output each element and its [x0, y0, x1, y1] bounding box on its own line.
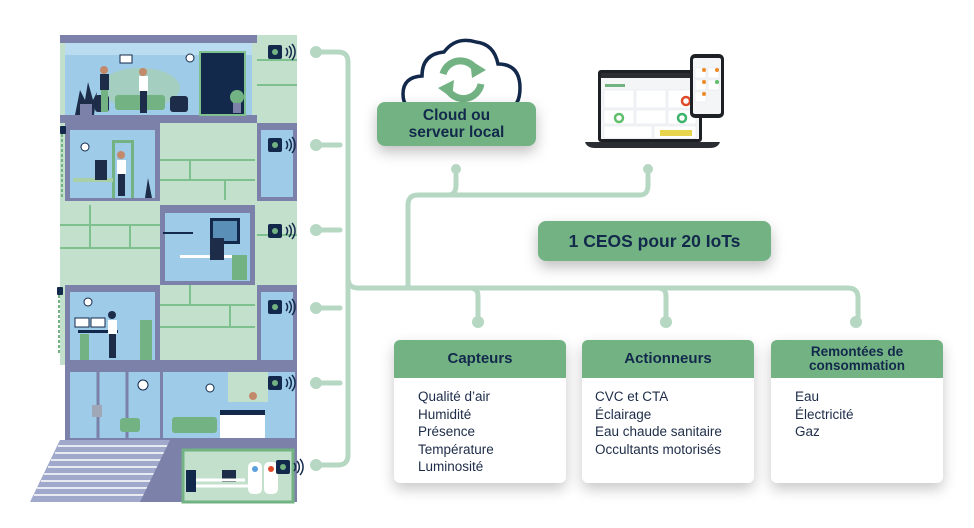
floor-office-2: [160, 205, 255, 285]
card-capteurs-header: Capteurs: [394, 340, 566, 378]
ceos-gateway-icon[interactable]: [268, 374, 296, 392]
card-consommation-header: Remontées de consommation: [771, 340, 943, 378]
list-item: Qualité d’air: [418, 389, 491, 404]
card-actionneurs: Actionneurs CVC et CTA Éclairage Eau cha…: [582, 340, 754, 483]
card-capteurs-list: Qualité d’air Humidité Présence Températ…: [394, 378, 566, 476]
floor-technical-room: [181, 448, 295, 504]
cloud-label-line1: Cloud ou: [422, 107, 491, 124]
list-item: Occultants motorisés: [595, 441, 722, 457]
list-item: Gaz: [795, 424, 820, 439]
branch-capteurs: [467, 285, 481, 323]
floor-open-space: [65, 285, 160, 365]
cloud-branch: [405, 167, 651, 291]
card-actionneurs-list: CVC et CTA Éclairage Eau chaude sanitair…: [582, 378, 754, 458]
list-item: Eau: [795, 389, 820, 404]
card-actionneurs-header: Actionneurs: [582, 340, 754, 378]
laptop-phone-dashboard-icon: [585, 54, 724, 148]
list-item: Présence: [418, 424, 476, 439]
list-item: Eau chaude sanitaire: [595, 424, 722, 439]
bus-line-main: [313, 49, 351, 468]
list-item: Électricité: [795, 406, 854, 422]
trunk-line: [345, 275, 861, 323]
list-item: CVC et CTA: [595, 389, 669, 404]
list-item: Luminosité: [418, 459, 484, 474]
hub-capacity-text: 1 CEOS pour 20 IoTs: [568, 230, 741, 251]
card-capteurs-title: Capteurs: [447, 350, 513, 368]
card-consommation-title-line1: Remontées de: [810, 343, 904, 359]
list-item: Éclairage: [595, 406, 652, 422]
cloud-server-label: Cloud ou serveur local: [377, 102, 536, 146]
floor-lounge: [60, 35, 257, 123]
floor-office-1: [65, 123, 160, 201]
card-actionneurs-title: Actionneurs: [624, 350, 712, 368]
ceos-gateway-icon[interactable]: [268, 222, 296, 240]
card-consommation-list: Eau Électricité Gaz: [771, 378, 943, 441]
ceos-gateway-icon[interactable]: [268, 298, 296, 316]
ceos-gateway-icon[interactable]: [276, 458, 304, 476]
card-capteurs: Capteurs Qualité d’air Humidité Présence…: [394, 340, 566, 483]
card-consommation-title-line2: consommation: [808, 358, 905, 373]
hub-capacity-label: 1 CEOS pour 20 IoTs: [538, 221, 771, 261]
ceos-gateway-icon[interactable]: [268, 43, 296, 61]
list-item: Humidité: [418, 406, 472, 422]
exterior-sensors: [57, 126, 66, 355]
cloud-label-line2: serveur local: [408, 124, 505, 141]
card-consommation: Remontées de consommation Eau Électricit…: [771, 340, 943, 483]
cloud-stub: [445, 167, 459, 198]
branch-actionneurs: [655, 285, 669, 323]
list-item: Température: [418, 441, 494, 457]
cloud-icon: [401, 38, 522, 114]
ceos-gateway-icon[interactable]: [268, 136, 296, 154]
